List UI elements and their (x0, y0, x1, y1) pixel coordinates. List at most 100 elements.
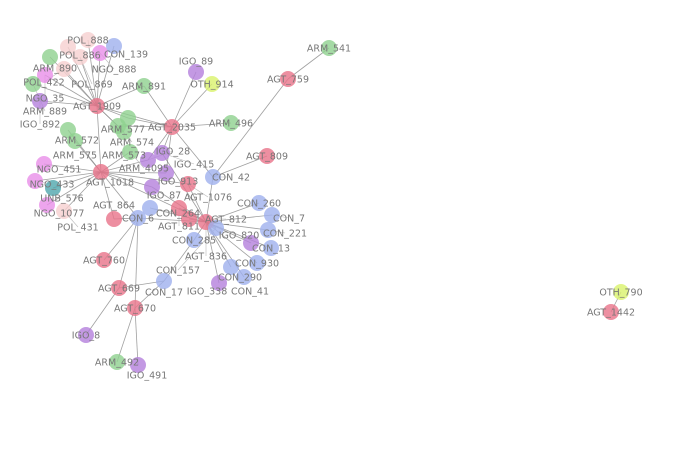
edge-agt_1909-arm_891 (96, 85, 145, 107)
node-agt_812[interactable] (181, 211, 197, 227)
node-arm_573[interactable] (116, 124, 132, 140)
node-ngo_35[interactable] (37, 67, 53, 83)
node-arm_891[interactable] (136, 78, 152, 94)
node-arm_4095[interactable] (122, 144, 138, 160)
node-label-unb_576: UNB_576 (40, 194, 83, 205)
node-label-igo_28: IGO_28 (156, 147, 190, 158)
node-igo_415[interactable] (154, 145, 170, 161)
node-ngo_1077[interactable] (39, 197, 55, 213)
node-con_42[interactable] (205, 169, 221, 185)
edge-agt_1909-pol_869 (79, 56, 98, 107)
node-label-pol_422: POL_422 (23, 78, 64, 89)
labels-layer: ARM_541AGT_759ARM_496AGT_809OTH_914IGO_8… (20, 36, 643, 382)
node-label-con_260: CON_260 (237, 199, 281, 210)
node-label-con_41: CON_41 (231, 287, 269, 298)
edge-agt_1909-arm_889 (32, 83, 98, 107)
node-ngo_888[interactable] (92, 45, 108, 61)
node-label-igo_415: IGO_415 (174, 160, 215, 171)
node-label-oth_914: OTH_914 (190, 80, 233, 91)
edge-agt_1909-con_139 (96, 45, 115, 107)
node-igo_28[interactable] (140, 152, 156, 168)
node-agt_809[interactable] (259, 148, 275, 164)
node-con_41[interactable] (236, 269, 252, 285)
edge-con_6-agt_669 (118, 217, 139, 289)
node-con_139[interactable] (106, 38, 122, 54)
node-pol_422[interactable] (56, 61, 72, 77)
node-igo_491[interactable] (130, 357, 146, 373)
node-arm_575[interactable] (67, 133, 83, 149)
node-label-agt_760: AGT_760 (83, 256, 125, 267)
node-igo_338[interactable] (211, 275, 227, 291)
node-label-agt_864: AGT_864 (93, 201, 135, 212)
node-label-igo_491: IGO_491 (127, 371, 168, 382)
node-agt_1909[interactable] (89, 98, 105, 114)
node-agt_760[interactable] (96, 252, 112, 268)
node-label-igo_8: IGO_8 (72, 331, 100, 342)
node-label-agt_811: AGT_811 (158, 222, 200, 233)
node-label-pol_431: POL_431 (57, 223, 98, 234)
node-unb_576[interactable] (45, 180, 61, 196)
node-label-ngo_888: NGO_888 (92, 65, 137, 76)
node-con_930[interactable] (249, 255, 265, 271)
node-label-agt_812: AGT_812 (205, 215, 247, 226)
node-pol_888[interactable] (80, 32, 96, 48)
node-con_13[interactable] (263, 240, 279, 256)
node-agt_670[interactable] (127, 300, 143, 316)
node-agt_1076[interactable] (180, 176, 196, 192)
node-igo_8[interactable] (78, 327, 94, 343)
node-arm_541[interactable] (321, 40, 337, 56)
node-agt_2035[interactable] (164, 119, 180, 135)
node-agt_864[interactable] (106, 211, 122, 227)
node-igo_87[interactable] (144, 179, 160, 195)
edge-agt_2035-oth_914 (171, 83, 213, 128)
node-pol_431[interactable] (56, 203, 72, 219)
node-igo_892[interactable] (32, 93, 48, 109)
node-label-con_139: CON_139 (104, 50, 148, 61)
node-igo_89[interactable] (188, 64, 204, 80)
node-con_17[interactable] (156, 273, 172, 289)
node-arm_890[interactable] (42, 49, 58, 65)
node-label-con_221: CON_221 (263, 229, 307, 240)
node-agt_669[interactable] (111, 280, 127, 296)
node-agt_1018[interactable] (93, 164, 109, 180)
node-pol_886[interactable] (60, 39, 76, 55)
node-arm_492[interactable] (109, 354, 125, 370)
node-oth_914[interactable] (204, 76, 220, 92)
node-con_260[interactable] (251, 195, 267, 211)
node-igo_913[interactable] (158, 165, 174, 181)
node-agt_759[interactable] (280, 71, 296, 87)
node-oth_790[interactable] (613, 284, 629, 300)
node-con_264[interactable] (142, 200, 158, 216)
node-con_221[interactable] (260, 222, 276, 238)
edge-agt_836-igo_338 (205, 221, 220, 284)
edge-agt_1909-pol_422 (63, 68, 98, 107)
edge-agt_1018-ngo_433 (34, 171, 102, 182)
node-label-igo_913: IGO_913 (158, 177, 199, 188)
node-agt_811[interactable] (171, 200, 187, 216)
node-arm_496[interactable] (223, 115, 239, 131)
node-label-igo_87: IGO_87 (147, 191, 181, 202)
node-agt_1442[interactable] (603, 304, 619, 320)
node-igo_820[interactable] (243, 235, 259, 251)
node-label-agt_2035: AGT_2035 (148, 123, 196, 134)
edge-agt_669-igo_8 (85, 287, 120, 336)
node-ngo_433[interactable] (27, 173, 43, 189)
edge-agt_2035-arm_891 (143, 85, 173, 128)
node-label-arm_492: ARM_492 (95, 358, 139, 369)
node-ngo_451[interactable] (36, 156, 52, 172)
node-con_7[interactable] (264, 207, 280, 223)
node-con_6[interactable] (130, 210, 146, 226)
node-con_285[interactable] (186, 232, 202, 248)
edge-agt_1018-agt_864 (100, 171, 115, 220)
node-arm_889[interactable] (25, 76, 41, 92)
node-label-arm_577: ARM_577 (101, 125, 145, 136)
node-pol_869[interactable] (72, 49, 88, 65)
node-label-pol_869: POL_869 (71, 80, 112, 91)
node-label-ngo_35: NGO_35 (26, 94, 65, 105)
edge-agt_759-con_42 (212, 78, 289, 178)
node-label-arm_573: ARM_573 (102, 151, 146, 162)
node-con_290[interactable] (223, 259, 239, 275)
node-con_157[interactable] (208, 220, 224, 236)
edge-agt_1018-igo_87 (100, 171, 153, 188)
